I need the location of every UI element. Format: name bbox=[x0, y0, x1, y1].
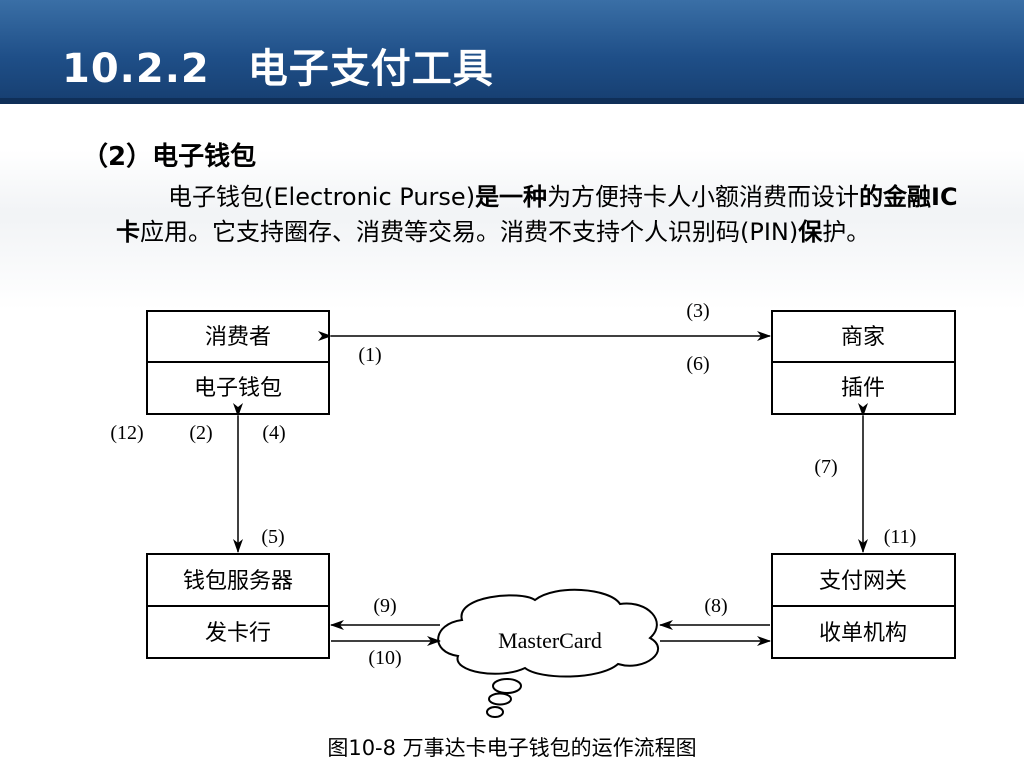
thought-bubble-3 bbox=[486, 706, 504, 718]
subsection-title: （2）电子钱包 bbox=[82, 142, 257, 172]
slide-title: 10.2.2 电子支付工具 bbox=[62, 36, 494, 94]
step-label-6: (6) bbox=[686, 353, 709, 375]
wallet-server-label: 钱包服务器 bbox=[183, 569, 293, 594]
step-label-7: (7) bbox=[814, 456, 837, 478]
mastercard-label: MasterCard bbox=[498, 628, 602, 653]
merchant-label: 商家 bbox=[841, 325, 885, 350]
para-part-3: 为方便持卡人小额消费而设计 bbox=[547, 183, 860, 211]
wallet-server-box: 钱包服务器 发卡行 bbox=[146, 553, 330, 659]
step-label-8: (8) bbox=[704, 595, 727, 617]
step-label-1: (1) bbox=[358, 344, 381, 366]
consumer-box: 消费者 电子钱包 bbox=[146, 310, 330, 415]
issuing-bank-label: 发卡行 bbox=[205, 621, 271, 646]
payment-gateway-label: 支付网关 bbox=[819, 569, 907, 594]
thought-bubble-2 bbox=[488, 692, 512, 706]
step-label-5: (5) bbox=[261, 526, 284, 548]
merchant-box: 商家 插件 bbox=[771, 310, 956, 415]
para-part-4: 的金融IC卡 bbox=[116, 183, 958, 246]
step-label-2: (2) bbox=[189, 422, 212, 444]
background-band bbox=[0, 150, 1024, 310]
para-part-7: 护。 bbox=[822, 218, 871, 246]
thought-bubble-1 bbox=[492, 678, 522, 694]
payment-gateway-box: 支付网关 收单机构 bbox=[771, 553, 956, 659]
consumer-label: 消费者 bbox=[205, 325, 271, 350]
electronic-wallet-label: 电子钱包 bbox=[194, 376, 282, 401]
step-label-11: (11) bbox=[884, 526, 917, 548]
section-number: 10.2.2 bbox=[62, 46, 210, 92]
step-label-12: (12) bbox=[110, 422, 143, 444]
para-part-5: 应用。它支持圈存、消费等交易。消费不支持个人识别码(PIN) bbox=[140, 218, 799, 246]
para-part-2: 是一种 bbox=[475, 183, 548, 211]
title-bar-stripe bbox=[0, 98, 1024, 104]
body-paragraph: 电子钱包(Electronic Purse)是一种为方便持卡人小额消费而设计的金… bbox=[116, 180, 966, 250]
para-part-6: 保 bbox=[798, 218, 823, 246]
plugin-label: 插件 bbox=[841, 376, 885, 401]
mastercard-cloud: MasterCard bbox=[437, 588, 659, 718]
figure-caption: 图10-8 万事达卡电子钱包的运作流程图 bbox=[327, 736, 697, 760]
step-label-10: (10) bbox=[368, 647, 401, 669]
section-name: 电子支付工具 bbox=[247, 46, 494, 92]
step-label-3: (3) bbox=[686, 300, 709, 322]
para-part-1: 电子钱包(Electronic Purse) bbox=[168, 183, 476, 211]
acquirer-label: 收单机构 bbox=[819, 621, 907, 646]
title-bar: 10.2.2 电子支付工具 bbox=[0, 0, 1024, 104]
step-label-9: (9) bbox=[373, 595, 396, 617]
step-label-4: (4) bbox=[262, 422, 285, 444]
